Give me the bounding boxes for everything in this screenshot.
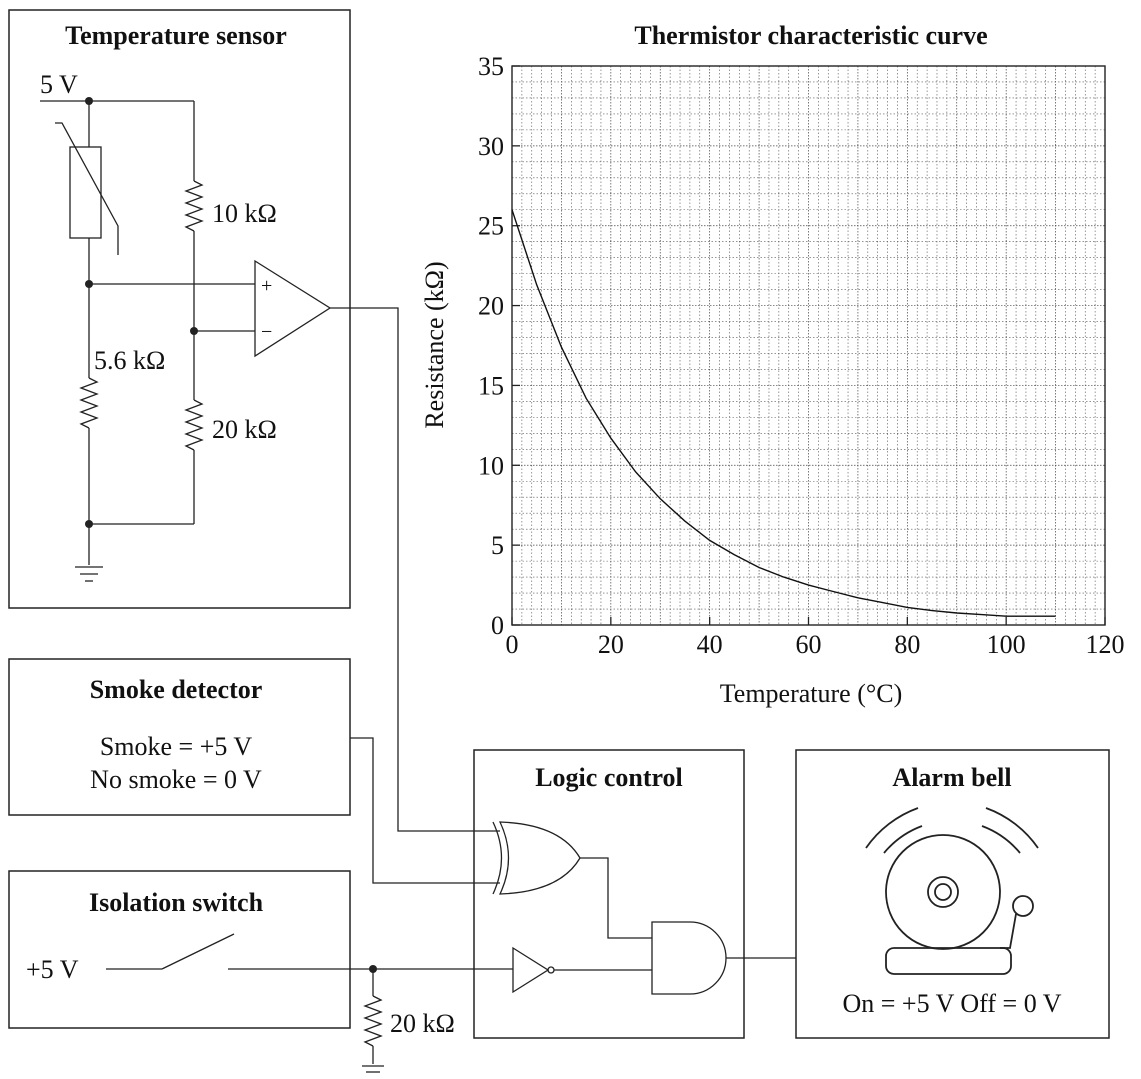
op-amp xyxy=(254,259,332,358)
resistor-20k xyxy=(184,399,204,451)
temperature-sensor-title: Temperature sensor xyxy=(65,21,287,50)
isolation-switch-frame xyxy=(8,870,351,1029)
y-tick-label: 30 xyxy=(478,132,504,161)
chart-title: Thermistor characteristic curve xyxy=(634,21,987,50)
x-tick-label: 40 xyxy=(697,630,723,659)
switch-supply-label: +5 V xyxy=(26,955,79,984)
alarm-bell-state: On = +5 V Off = 0 V xyxy=(842,989,1061,1018)
ring-arc-right-inner xyxy=(981,825,1021,854)
temperature-sensor-frame xyxy=(8,9,351,609)
ring-arc-left-inner xyxy=(883,825,923,854)
resistance-curve xyxy=(511,209,1056,617)
temperature-sensor-block: Temperature sensor 5 V 5.6 kΩ 10 kΩ 20 k… xyxy=(8,9,351,609)
alarm-bell-block: Alarm bell On = +5 V Off = 0 V xyxy=(795,749,1110,1039)
bell-center-inner xyxy=(934,883,952,901)
alarm-bell-frame xyxy=(795,749,1110,1039)
bell-base xyxy=(885,947,1012,975)
y-tick-label: 25 xyxy=(478,212,504,241)
pulldown-resistor xyxy=(363,995,383,1047)
and-gate xyxy=(651,921,727,995)
smoke-output-wire xyxy=(350,737,500,884)
isolation-switch-title: Isolation switch xyxy=(89,888,264,917)
y-tick-label: 35 xyxy=(478,52,504,81)
logic-control-block: Logic control xyxy=(473,749,745,1039)
y-tick-label: 20 xyxy=(478,292,504,321)
r-top-label: 10 kΩ xyxy=(212,199,277,228)
x-tick-labels: 0 20 40 60 80 100 120 xyxy=(506,630,1125,659)
x-tick-label: 120 xyxy=(1086,630,1125,659)
ring-arc-right-outer xyxy=(985,807,1039,849)
x-tick-label: 60 xyxy=(796,630,822,659)
x-tick-label: 0 xyxy=(506,630,519,659)
isolation-switch-block: Isolation switch +5 V xyxy=(8,870,351,1029)
x-tick-label: 100 xyxy=(987,630,1026,659)
bell-center-outer xyxy=(927,876,959,908)
resistor-5-6k xyxy=(79,377,99,429)
chart-grid xyxy=(512,66,1105,625)
smoke-detector-line1: Smoke = +5 V xyxy=(100,732,253,761)
bell-striker xyxy=(1012,895,1034,917)
supply-5v-label: 5 V xyxy=(40,70,78,99)
r-left-label: 5.6 kΩ xyxy=(94,346,165,375)
x-tick-label: 20 xyxy=(598,630,624,659)
switch-contact xyxy=(161,933,235,970)
y-tick-labels: 0 5 10 15 20 25 30 35 xyxy=(478,52,504,640)
junction-dot xyxy=(85,520,93,528)
or-gate xyxy=(498,821,581,895)
y-axis-label: Resistance (kΩ) xyxy=(420,261,449,428)
thermistor-chart: Thermistor characteristic curve 0 20 40 60 8… xyxy=(420,21,1125,708)
pulldown-label: 20 kΩ xyxy=(390,1009,455,1038)
comparator-output-wire xyxy=(330,307,500,832)
not-gate xyxy=(512,946,550,994)
op-amp-minus-label: − xyxy=(261,321,272,343)
y-tick-label: 5 xyxy=(491,531,504,560)
resistor-10k xyxy=(184,180,204,232)
x-axis-label: Temperature (°C) xyxy=(720,679,903,708)
smoke-detector-title: Smoke detector xyxy=(90,675,263,704)
junction-dot xyxy=(85,280,93,288)
junction-dot xyxy=(190,327,198,335)
bell-icon xyxy=(865,807,1039,975)
smoke-detector-frame xyxy=(8,658,351,816)
chart-series xyxy=(511,209,1056,617)
y-tick-label: 10 xyxy=(478,451,504,480)
r-bottom-label: 20 kΩ xyxy=(212,415,277,444)
logic-control-frame xyxy=(473,749,745,1039)
thermistor-slash xyxy=(55,122,119,255)
smoke-detector-block: Smoke detector Smoke = +5 V No smoke = 0… xyxy=(8,658,351,816)
thermistor xyxy=(69,146,102,239)
chart-axes xyxy=(511,65,1106,626)
bell-striker-arm xyxy=(1000,913,1017,949)
or-output-wire xyxy=(580,857,652,939)
or-gate-back-curve xyxy=(492,821,503,895)
bell-dome xyxy=(885,834,1001,950)
y-tick-label: 0 xyxy=(491,611,504,640)
y-tick-label: 15 xyxy=(478,371,504,400)
smoke-detector-line2: No smoke = 0 V xyxy=(90,765,262,794)
ring-arc-left-outer xyxy=(865,807,919,849)
x-tick-label: 80 xyxy=(894,630,920,659)
logic-control-title: Logic control xyxy=(535,763,683,792)
alarm-bell-title: Alarm bell xyxy=(892,763,1011,792)
op-amp-plus-label: + xyxy=(261,275,272,297)
